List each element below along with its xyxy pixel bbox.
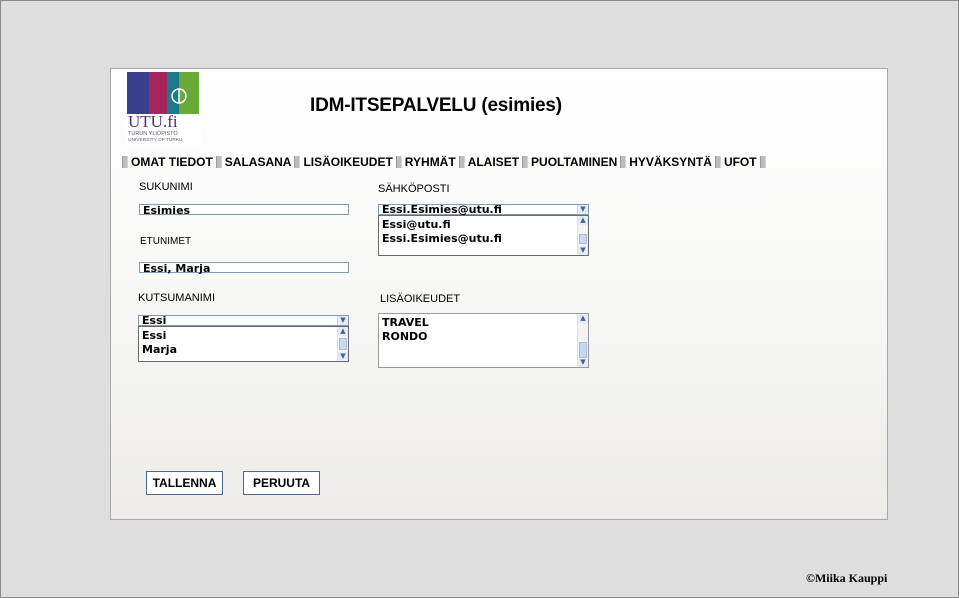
lisaoikeudet-label: LISÄOIKEUDET	[380, 293, 461, 305]
cancel-button[interactable]: PERUUTA	[243, 471, 320, 495]
scrollbar-thumb[interactable]	[579, 234, 587, 244]
chevron-down-icon[interactable]: ▼	[337, 316, 348, 325]
nav-separator	[458, 156, 465, 168]
sukunimi-label: SUKUNIMI	[139, 181, 193, 193]
scroll-down-icon[interactable]: ▼	[578, 358, 588, 367]
save-button[interactable]: TALLENNA	[146, 471, 223, 495]
list-item[interactable]: RONDO	[382, 330, 428, 343]
sahkoposti-options: Essi@utu.fi Essi.Esimies@utu.fi ▲ ▼	[378, 215, 589, 256]
kutsumanimi-label: KUTSUMANIMI	[138, 292, 215, 304]
list-item[interactable]: Marja	[142, 343, 177, 356]
tab-alaiset[interactable]: ALAISET	[467, 155, 520, 169]
svg-text:TURUN YLIOPISTO: TURUN YLIOPISTO	[128, 131, 178, 137]
sahkoposti-label: SÄHKÖPOSTI	[378, 183, 450, 195]
list-item[interactable]: TRAVEL	[382, 316, 429, 329]
scrollbar[interactable]: ▲ ▼	[337, 327, 348, 361]
kutsumanimi-options: Essi Marja ▲ ▼	[138, 326, 349, 362]
list-item[interactable]: Essi.Esimies@utu.fi	[382, 232, 502, 245]
tab-ufot[interactable]: UFOT	[723, 155, 757, 169]
chevron-down-icon[interactable]: ▼	[577, 205, 588, 214]
etunimet-field[interactable]: Essi, Marja	[139, 262, 349, 274]
nav-separator	[714, 156, 721, 168]
nav-separator	[522, 156, 529, 168]
svg-text:UNIVERSITY OF TURKU: UNIVERSITY OF TURKU	[128, 137, 183, 143]
list-item[interactable]: Essi@utu.fi	[382, 218, 451, 231]
kutsumanimi-value: Essi	[142, 314, 167, 327]
tab-lisaoikeudet[interactable]: LISÄOIKEUDET	[303, 155, 393, 169]
etunimet-label: ETUNIMET	[140, 236, 192, 247]
lisaoikeudet-list[interactable]: TRAVEL RONDO ▲ ▼	[378, 313, 589, 368]
tab-puoltaminen[interactable]: PUOLTAMINEN	[531, 155, 618, 169]
scroll-up-icon[interactable]: ▲	[338, 327, 348, 336]
nav-separator	[122, 156, 128, 168]
utu-logo: UTU.fi TURUN YLIOPISTO UNIVERSITY OF TUR…	[125, 69, 201, 145]
nav-separator	[215, 156, 222, 168]
nav-separator	[620, 156, 627, 168]
tab-salasana[interactable]: SALASANA	[224, 155, 292, 169]
scrollbar-thumb[interactable]	[579, 342, 587, 358]
tab-hyvaksynta[interactable]: HYVÄKSYNTÄ	[629, 155, 712, 169]
sahkoposti-value: Essi.Esimies@utu.fi	[382, 203, 502, 216]
main-panel: UTU.fi TURUN YLIOPISTO UNIVERSITY OF TUR…	[110, 68, 888, 520]
sukunimi-field[interactable]: Esimies	[139, 204, 349, 216]
nav-separator	[294, 156, 301, 168]
scroll-up-icon[interactable]: ▲	[578, 314, 588, 323]
svg-text:UTU.fi: UTU.fi	[128, 112, 178, 131]
nav-separator	[395, 156, 402, 168]
page-title: IDM-ITSEPALVELU (esimies)	[310, 95, 562, 116]
tab-ryhmat[interactable]: RYHMÄT	[404, 155, 456, 169]
footer-credit: ©Miika Kauppi	[806, 571, 888, 585]
nav-separator	[759, 156, 766, 168]
lisaoikeudet-items: TRAVEL RONDO ▲ ▼	[378, 313, 589, 368]
tab-omat-tiedot[interactable]: OMAT TIEDOT	[131, 155, 213, 169]
scrollbar-thumb[interactable]	[339, 338, 347, 350]
sahkoposti-selected[interactable]: Essi.Esimies@utu.fi ▼	[378, 204, 589, 215]
scrollbar[interactable]: ▲ ▼	[577, 314, 588, 367]
kutsumanimi-select[interactable]: Essi ▼ Essi Marja ▲ ▼	[138, 315, 349, 362]
list-item[interactable]: Essi	[142, 329, 167, 342]
kutsumanimi-selected[interactable]: Essi ▼	[138, 315, 349, 326]
scroll-down-icon[interactable]: ▼	[578, 246, 588, 255]
sahkoposti-select[interactable]: Essi.Esimies@utu.fi ▼ Essi@utu.fi Essi.E…	[378, 204, 589, 256]
main-nav: OMAT TIEDOT SALASANA LISÄOIKEUDET RYHMÄT…	[120, 155, 768, 169]
scroll-up-icon[interactable]: ▲	[578, 216, 588, 225]
scrollbar[interactable]: ▲ ▼	[577, 216, 588, 255]
scroll-down-icon[interactable]: ▼	[338, 352, 348, 361]
